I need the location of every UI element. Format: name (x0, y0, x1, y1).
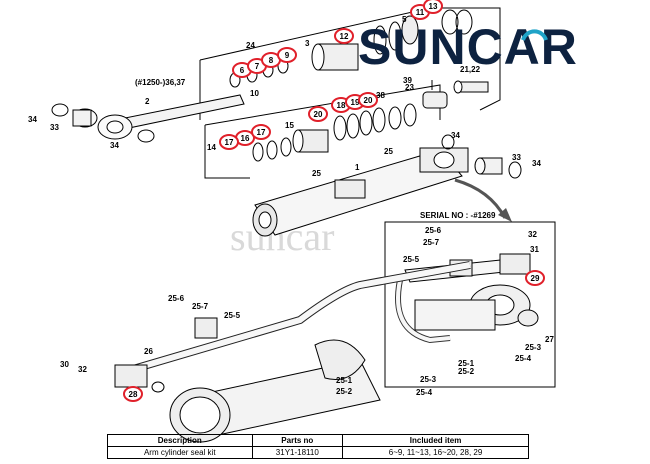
part-label: 32 (528, 230, 537, 239)
seal-kit-item-number: 28 (129, 390, 138, 399)
part-label: 30 (60, 360, 69, 369)
kit-included-items: 6~9, 11~13, 16~20, 28, 29 (342, 446, 529, 459)
seal-kit-item-number: 12 (340, 32, 349, 41)
part-label: 15 (285, 121, 294, 130)
part-label: 38 (376, 91, 385, 100)
seal-kit-item-number: 29 (531, 274, 540, 283)
seal-kit-item-number: 7 (255, 62, 260, 71)
seal-kit-callout: 17 (219, 134, 239, 150)
part-label: 1 (355, 163, 360, 172)
part-label: 23 (405, 83, 414, 92)
part-label: 14 (207, 143, 216, 152)
serial-detail-box (384, 221, 556, 388)
part-label: 34 (532, 159, 541, 168)
header-description: Description (107, 434, 253, 447)
part-label: 25-5 (224, 311, 241, 320)
serial-note: SERIAL NO : -#1269 (420, 211, 496, 220)
bushing-right (441, 134, 522, 179)
part-label: 25-3 (525, 343, 542, 352)
seal-kit-item-number: 20 (314, 110, 323, 119)
part-label: 31 (530, 245, 539, 254)
seal-kit-callout: 17 (251, 124, 271, 140)
header-included-item: Included item (342, 434, 529, 447)
part-label: 34 (110, 141, 119, 150)
seal-kit-item-number: 11 (416, 8, 425, 17)
part-label: 33 (512, 153, 521, 162)
seal-kit-item-number: 8 (269, 56, 274, 65)
seal-kit-callout: 9 (277, 47, 297, 63)
seal-kit-callout: 20 (358, 92, 378, 108)
part-label: 25-1 (336, 376, 353, 385)
part-label: 3 (305, 39, 310, 48)
seal-kit-callout: 28 (123, 386, 143, 402)
pipe-26 (114, 261, 471, 393)
part-label: 21,22 (460, 65, 481, 74)
seal-kit-item-number: 9 (285, 51, 290, 60)
seal-kit-item-number: 13 (429, 2, 438, 11)
part-label: 27 (545, 335, 554, 344)
part-label: 10 (250, 89, 259, 98)
part-label: 33 (50, 123, 59, 132)
part-label: 25 (384, 147, 393, 156)
table-row: Arm cylinder seal kit 31Y1-18110 6~9, 11… (107, 446, 529, 459)
part-label: 25-7 (192, 302, 209, 311)
part-label: 25-5 (403, 255, 420, 264)
part-label: 32 (78, 365, 87, 374)
part-label: 25-2 (336, 387, 353, 396)
check-valve (453, 80, 489, 94)
lower-cylinder (169, 339, 381, 443)
seal-kit-item-number: 16 (241, 134, 250, 143)
part-label: 25-1 (458, 359, 475, 368)
seal-kit-item-number: 6 (240, 66, 245, 75)
cushion-parts (422, 80, 448, 109)
part-label: 25-6 (168, 294, 185, 303)
logo-text: SUNCAR (358, 19, 578, 75)
part-label: 25-6 (425, 226, 442, 235)
seal-kit-item-number: 18 (337, 101, 346, 110)
part-label: 5 (402, 15, 407, 24)
range-note: (#1250-)36,37 (135, 78, 186, 87)
part-label: 24 (246, 41, 255, 50)
seal-kit-callout: 16 (235, 130, 255, 146)
part-label: 25-4 (416, 388, 433, 397)
suncar-logo: SUNCAR (358, 19, 578, 75)
seal-kit-callout: 20 (308, 106, 328, 122)
part-label: 25-7 (423, 238, 440, 247)
part-label: 25-4 (515, 354, 532, 363)
part-label: 34 (28, 115, 37, 124)
part-label: 2 (145, 97, 150, 106)
seal-kit-item-number: 17 (257, 128, 266, 137)
seal-kit-callout: 12 (334, 28, 354, 44)
seal-kit-item-number: 19 (351, 98, 360, 107)
part-label: 25-2 (458, 367, 475, 376)
seal-kit-table: Description Parts no Included item Arm c… (107, 434, 529, 459)
part-label: 26 (144, 347, 153, 356)
cylinder-tube (252, 147, 469, 237)
part-label: 39 (403, 76, 412, 85)
part-label: 25-3 (420, 375, 437, 384)
seal-kit-callout: 29 (525, 270, 545, 286)
piston-rod (97, 94, 245, 140)
bushing-left (51, 103, 155, 143)
table-header-row: Description Parts no Included item (107, 434, 529, 447)
part-label: 25 (312, 169, 321, 178)
header-parts-no: Parts no (251, 434, 344, 447)
seal-kit-callout: 13 (423, 0, 443, 14)
kit-part-number: 31Y1-18110 (251, 446, 344, 459)
seal-kit-item-number: 20 (364, 96, 373, 105)
part-label: 34 (451, 131, 460, 140)
kit-description: Arm cylinder seal kit (107, 446, 253, 459)
seal-kit-item-number: 17 (225, 138, 234, 147)
piston-seals (252, 103, 417, 162)
